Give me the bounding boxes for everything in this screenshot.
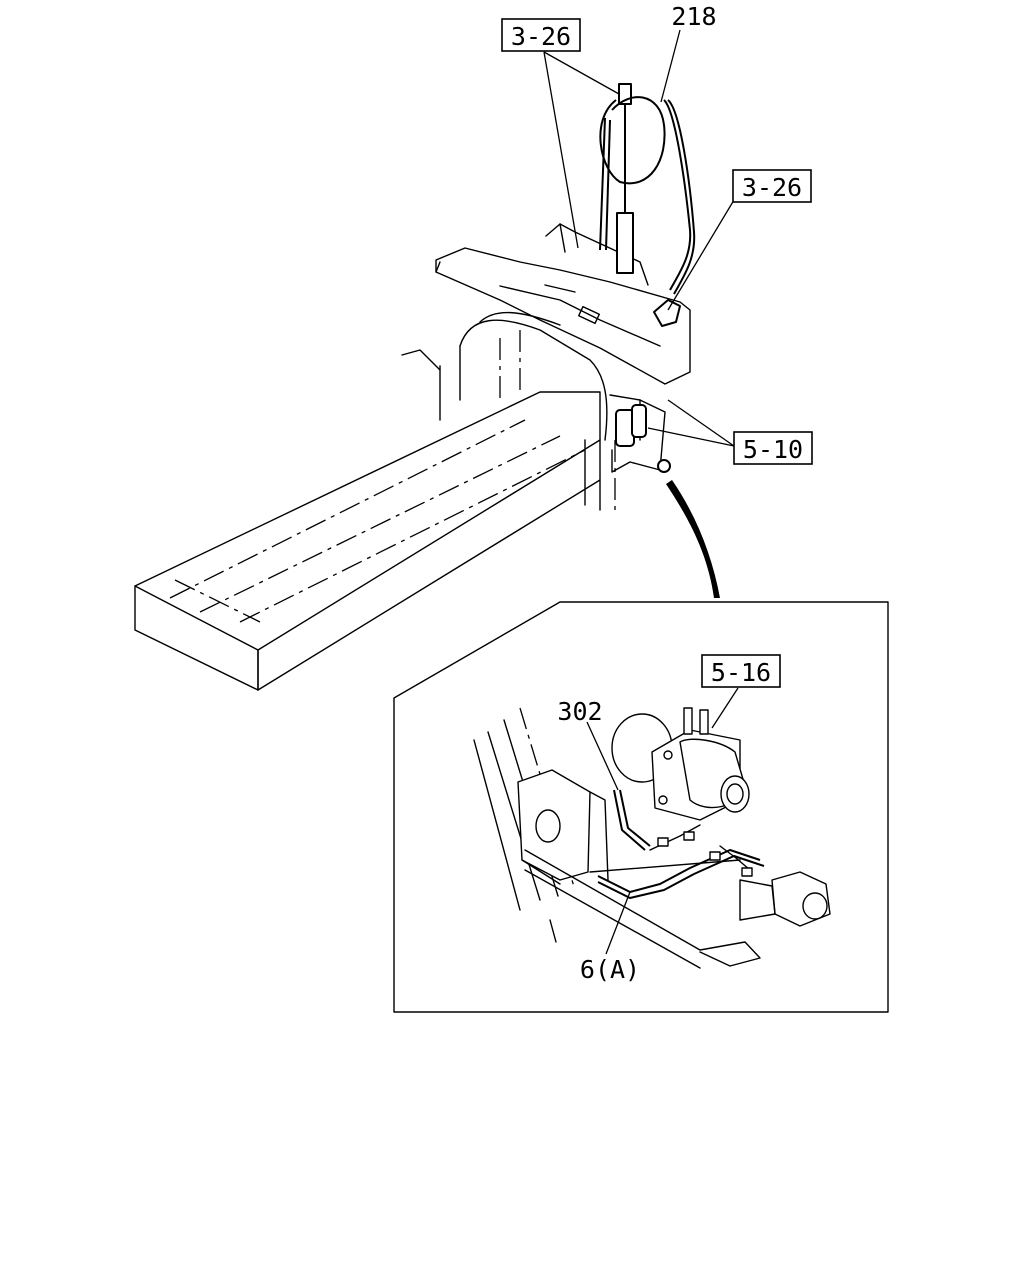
label-part-302: 302 <box>557 697 602 726</box>
label-ref-3-26: 3-26 <box>511 22 571 51</box>
cross-member-bracket <box>435 223 691 473</box>
callout-5-10: 5-10 <box>733 431 813 465</box>
detail-arrow <box>666 480 720 598</box>
label-ref-5-10: 5-10 <box>743 435 803 464</box>
leader-lines <box>543 29 741 955</box>
label-ref-3-26: 3-26 <box>742 173 802 202</box>
detail-view <box>393 601 889 1013</box>
hydraulic-lines <box>597 789 765 899</box>
valve-assembly <box>615 404 671 473</box>
connector-fitting <box>739 871 831 927</box>
callout-3-26-right: 3-26 <box>732 169 812 203</box>
label-part-6a: 6(A) <box>580 955 640 984</box>
callout-3-26-top: 3-26 <box>501 18 581 52</box>
chassis-frame <box>134 311 616 691</box>
label-ref-5-16: 5-16 <box>711 658 771 687</box>
label-part-218: 218 <box>671 2 716 31</box>
connector-3-26 <box>653 299 681 327</box>
sensor-rod-assembly <box>599 83 696 295</box>
pump-motor <box>611 707 750 821</box>
callout-5-16: 5-16 <box>701 654 781 688</box>
